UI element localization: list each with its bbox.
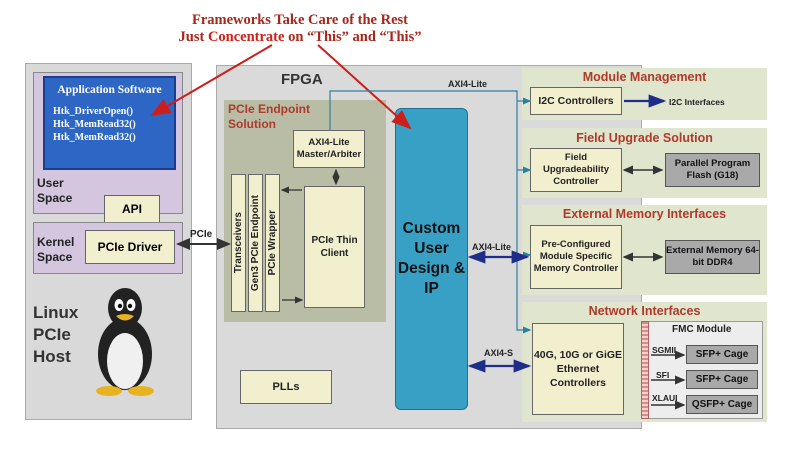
axi4-lite-mid-label: AXI4-Lite (472, 242, 512, 252)
sgmii-label: SGMII (652, 345, 677, 355)
api-box[interactable]: API (104, 195, 160, 223)
pcie-wrapper-block[interactable]: PCIe Wrapper (265, 174, 280, 312)
pcie-driver-box[interactable]: PCIe Driver (85, 230, 175, 264)
i2c-controllers-box[interactable]: I2C Controllers (530, 87, 622, 115)
headline-emphasis: Concentrate (207, 29, 285, 45)
transceivers-block[interactable]: Transceivers (231, 174, 246, 312)
kernel-space-label: Kernel Space (37, 235, 75, 264)
function-item: Htk_DriverOpen() (53, 106, 133, 117)
custom-user-design-box[interactable]: Custom User Design & IP (395, 108, 468, 410)
network-interfaces-title: Network Interfaces (588, 304, 701, 318)
qsfp-cage[interactable]: QSFP+ Cage (686, 395, 758, 414)
axi4-s-label: AXI4-S (484, 348, 514, 358)
plls-box[interactable]: PLLs (240, 370, 332, 404)
sfp-cage-1[interactable]: SFP+ Cage (686, 345, 758, 364)
function-item: Htk_MemRead32() (53, 132, 136, 143)
external-memory-title: External Memory Interfaces (562, 207, 727, 221)
headline: Frameworks Take Care of the Rest Just Co… (150, 12, 450, 46)
pcie-thin-client-box[interactable]: PCIe Thin Client (304, 186, 365, 308)
headline-line-2: Just Concentrate on “This” and “This” (178, 29, 422, 45)
linux-pcie-host-label: Linux PCIe Host (33, 303, 79, 366)
field-upgradeability-controller-box[interactable]: Field Upgradeability Controller (530, 148, 622, 192)
headline-line-1: Frameworks Take Care of the Rest (192, 12, 408, 28)
sfp-cage-2[interactable]: SFP+ Cage (686, 370, 758, 389)
ethernet-controllers-box[interactable]: 40G, 10G or GiGE Ethernet Controllers (532, 323, 624, 415)
axi4-lite-top-label: AXI4-Lite (448, 79, 488, 89)
function-item: Htk_MemRead32() (53, 119, 136, 130)
xlaui-label: XLAUI (652, 393, 678, 403)
pcie-link-label: PCIe (190, 229, 213, 240)
i2c-interfaces-label: I2C Interfaces (669, 97, 725, 107)
user-space-label: User Space (37, 176, 73, 205)
sfi-label: SFI (656, 370, 670, 380)
fmc-module-title: FMC Module (672, 324, 732, 335)
gen3-pcie-endpoint-block[interactable]: Gen3 PCIe Endpoint (248, 174, 263, 312)
fpga-label: FPGA (281, 71, 323, 88)
module-management-title: Module Management (582, 70, 707, 84)
application-software-box[interactable]: Application Software Htk_DriverOpen() Ht… (43, 76, 176, 170)
parallel-program-flash-box[interactable]: Parallel Program Flash (G18) (665, 153, 760, 187)
axi4-lite-arbiter-box[interactable]: AXI4-Lite Master/Arbiter (293, 130, 365, 168)
fmc-connector (641, 321, 649, 419)
application-software-title: Application Software (57, 84, 162, 96)
external-memory-ddr4-box[interactable]: External Memory 64-bit DDR4 (665, 240, 760, 274)
function-list: Htk_DriverOpen() Htk_MemRead32() Htk_Mem… (53, 105, 174, 144)
pcie-endpoint-title: PCIe Endpoint Solution (228, 102, 310, 131)
field-upgrade-title: Field Upgrade Solution (576, 131, 713, 145)
memory-controller-box[interactable]: Pre-Configured Module Specific Memory Co… (530, 225, 622, 289)
